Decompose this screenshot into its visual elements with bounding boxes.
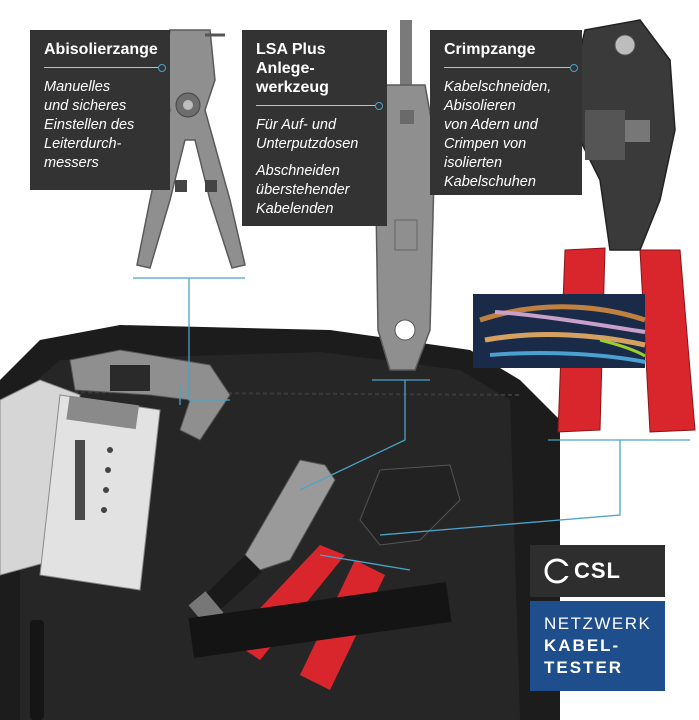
product-name-line-1: NETZWERK — [544, 614, 652, 633]
callout-divider — [256, 102, 383, 110]
callout-divider — [444, 64, 578, 72]
callout-description: Kabelschneiden, Abisolieren von Adern un… — [444, 79, 552, 190]
product-name-line-2: KABEL- — [544, 636, 621, 655]
callout-punch-down-tool: LSA Plus Anlege- werkzeug Für Auf- und U… — [242, 30, 387, 226]
csl-logo-icon — [544, 558, 571, 584]
wire-stripper-in-case — [69, 349, 231, 441]
callout-description: Manuelles und sicheres Einstellen des Le… — [44, 79, 135, 171]
network-cable-icon — [473, 294, 646, 368]
callout-divider — [44, 64, 166, 72]
connector-lines — [133, 277, 690, 571]
callout-title: LSA Plus Anlege- werkzeug — [256, 41, 329, 96]
callout-wire-stripper: Abisolierzange Manuelles und sicheres Ei… — [30, 30, 170, 190]
cable-tester-icon — [0, 379, 161, 591]
product-name-line-3: TESTER — [544, 658, 624, 677]
callout-description: Abschneiden überstehender Kabelenden — [256, 163, 350, 217]
callout-crimping-tool: Crimpzange Kabelschneiden, Abisolieren v… — [430, 30, 582, 195]
product-name-box: NETZWERK KABEL- TESTER — [530, 601, 665, 691]
punch-down-in-case — [188, 459, 336, 627]
callout-title: Crimpzange — [444, 41, 536, 58]
wire-stripper-icon — [136, 29, 246, 269]
callout-description: Für Auf- und Unterputzdosen — [256, 117, 359, 152]
callout-title: Abisolierzange — [44, 41, 158, 58]
punch-down-tool-icon — [374, 20, 436, 371]
brand-logo: CSL — [530, 545, 665, 597]
brand-wordmark: CSL — [574, 558, 621, 583]
